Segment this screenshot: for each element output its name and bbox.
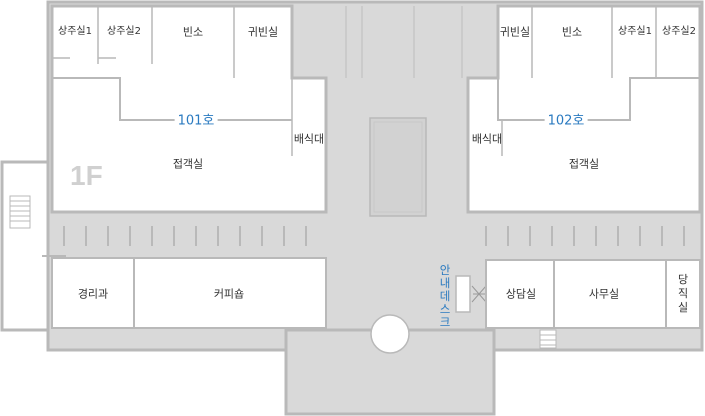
suite-101 — [50, 4, 328, 214]
room-lounge-b1: 상주실1 — [618, 26, 652, 37]
unit-101-label: 101호 — [174, 114, 218, 128]
floor-label: 1F — [70, 160, 103, 191]
column — [370, 314, 410, 354]
room-vip-b: 귀빈실 — [499, 25, 531, 39]
room-guard — [51, 257, 135, 329]
unit-102-label: 102호 — [544, 114, 588, 128]
room-mortuary-b: 빈소 — [561, 25, 583, 39]
stair-annex — [0, 160, 50, 332]
room-office — [553, 259, 667, 329]
room-guard-label: 경리과 — [77, 287, 109, 301]
info-desk-label: 안내데스크 — [439, 263, 451, 329]
room-pantry-b: 배식대 — [471, 132, 503, 146]
room-pantry-a: 배식대 — [293, 132, 325, 146]
room-consult-label: 상담실 — [505, 287, 537, 301]
room-duty-label: 당직실 — [677, 273, 689, 314]
room-lounge-b2: 상주실2 — [662, 26, 696, 37]
atrium-void — [369, 117, 427, 217]
room-coffee-label: 커피숍 — [213, 287, 245, 301]
room-consult — [485, 259, 555, 329]
info-desk-counter — [455, 275, 471, 313]
room-duty — [665, 259, 701, 329]
room-reception-b: 접객실 — [568, 157, 600, 171]
room-mortuary-a: 빈소 — [182, 25, 204, 39]
room-reception-a: 접객실 — [172, 157, 204, 171]
room-vip-a: 귀빈실 — [247, 25, 279, 39]
room-office-label: 사무실 — [588, 287, 620, 301]
room-coffee — [133, 257, 327, 329]
room-lounge-a2: 상주실2 — [107, 26, 141, 37]
room-lounge-a1: 상주실1 — [58, 26, 92, 37]
